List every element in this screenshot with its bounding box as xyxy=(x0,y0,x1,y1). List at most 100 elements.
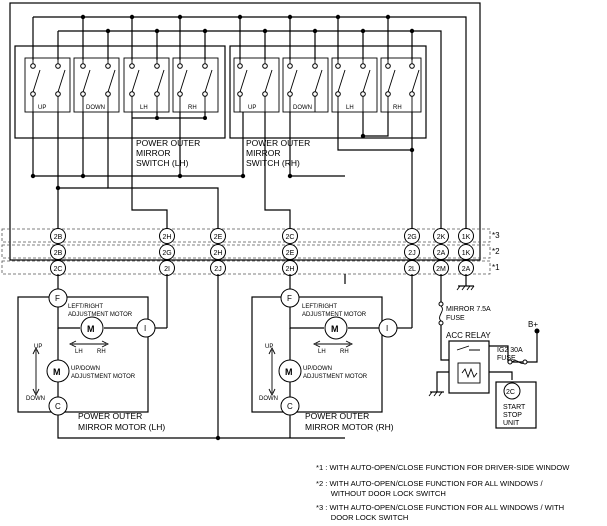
rh-switch-cells xyxy=(233,57,422,113)
switch-contact-top xyxy=(385,63,391,69)
rh-up-label: UP xyxy=(265,344,273,350)
ground-symbol xyxy=(456,274,475,291)
rh-motor-title-2: MIRROR MOTOR (RH) xyxy=(305,422,394,432)
rh-up-label: UP xyxy=(248,105,256,111)
connector-pin xyxy=(433,244,449,260)
connector-label: 2H xyxy=(286,266,295,273)
rh-switch-housing xyxy=(229,45,427,139)
lh-lr-motor-label-2: ADJUSTMENT MOTOR xyxy=(68,312,133,318)
switch-lever xyxy=(387,69,396,93)
lh-terminal-c: C xyxy=(55,402,61,411)
lh-motor-assembly: F I C M M xyxy=(17,274,345,441)
switch-contact-bottom xyxy=(237,91,243,97)
connector-label: 2B xyxy=(54,234,63,241)
lh-down-label: DOWN xyxy=(26,396,45,402)
connector-label: 2H xyxy=(163,234,172,241)
switch-contacts xyxy=(30,60,420,112)
connector-pin xyxy=(404,228,420,244)
row-mark-2: *2 xyxy=(492,247,500,256)
switch-contact-bottom xyxy=(30,91,36,97)
lh-switch-title-1: POWER OUTER xyxy=(136,138,200,148)
lh-lh-label: LH xyxy=(75,349,83,355)
switch-contact-bottom xyxy=(312,91,318,97)
connector-pin xyxy=(210,228,226,244)
switch-contact-top xyxy=(409,63,415,69)
switch-lever xyxy=(107,69,116,93)
switch-contact-bottom xyxy=(202,91,208,97)
connector-pin xyxy=(50,244,66,260)
connector-label: 2E xyxy=(286,250,295,257)
switch-contact-top xyxy=(237,63,243,69)
switch-lever xyxy=(179,69,188,93)
lh-lr-motor-label-1: LEFT/RIGHT xyxy=(68,304,103,310)
switch-contact-top xyxy=(80,63,86,69)
lh-terminal-f: F xyxy=(55,294,60,303)
note-1: *1 : WITH AUTO-OPEN/CLOSE FUNCTION FOR D… xyxy=(316,463,570,472)
lh-rh-label: RH xyxy=(97,349,106,355)
battery-label: B+ xyxy=(528,320,538,329)
lh-ud-motor-label-2: ADJUSTMENT MOTOR xyxy=(71,374,136,380)
connector-pin xyxy=(50,228,66,244)
connector-label: 2M xyxy=(436,266,446,273)
lh-switch-title-2: MIRROR xyxy=(136,148,170,158)
switch-lever xyxy=(362,69,371,93)
lh-ud-motor-m: M xyxy=(53,367,61,377)
bus-junctions xyxy=(80,14,415,34)
rh-terminal-f: F xyxy=(287,294,292,303)
mirror-fuse-label-1: MIRROR 7.5A xyxy=(446,306,491,313)
connector-label: 2B xyxy=(54,250,63,257)
lh-lh-label: LH xyxy=(140,105,148,111)
ig2-fuse-label-1: IG2 30A xyxy=(497,347,523,354)
rh-lh-label: LH xyxy=(318,349,326,355)
row-mark-1: *1 xyxy=(492,263,500,272)
switch-contact-top xyxy=(129,63,135,69)
switch-contact-top xyxy=(30,63,36,69)
lh-rh-label: RH xyxy=(188,105,197,111)
switch-contact-bottom xyxy=(105,91,111,97)
rh-terminal-c: C xyxy=(287,402,293,411)
bus-top-1 xyxy=(33,16,467,232)
lh-switch-title-3: SWITCH (LH) xyxy=(136,158,189,168)
connector-pin xyxy=(458,228,474,244)
acc-relay-label: ACC RELAY xyxy=(446,331,491,340)
switch-lever xyxy=(337,69,346,93)
connector-pin xyxy=(433,228,449,244)
lh-up-label: UP xyxy=(38,105,46,111)
connector-pin xyxy=(210,244,226,260)
connector-label: 2J xyxy=(408,250,415,257)
switch-contact-top xyxy=(177,63,183,69)
switch-contact-bottom xyxy=(287,91,293,97)
row-mark-3: *3 xyxy=(492,231,500,240)
connector-label: 2C xyxy=(286,234,295,241)
switch-contact-bottom xyxy=(129,91,135,97)
connector-label: 2I xyxy=(164,266,170,273)
rh-ud-motor-label-1: UP/DOWN xyxy=(303,366,332,372)
switch-contact-bottom xyxy=(335,91,341,97)
connector-pin xyxy=(159,228,175,244)
switch-lever xyxy=(314,69,323,93)
bus-top-2 xyxy=(58,30,442,232)
connector-label: 2C xyxy=(54,266,63,273)
switch-contact-top xyxy=(287,63,293,69)
switch-contact-top xyxy=(312,63,318,69)
mirror-fuse-label-2: FUSE xyxy=(446,315,465,322)
switch-lever xyxy=(131,69,140,93)
connector-label: 2K xyxy=(437,234,446,241)
switch-lever xyxy=(204,69,213,93)
switch-contact-top xyxy=(154,63,160,69)
rh-down-label: DOWN xyxy=(259,396,278,402)
switch-contact-bottom xyxy=(177,91,183,97)
lh-motor-title-1: POWER OUTER xyxy=(78,411,142,421)
switch-lever xyxy=(57,69,66,93)
rh-lh-label: LH xyxy=(346,105,354,111)
connector-bands xyxy=(1,228,491,275)
connector-pin xyxy=(159,244,175,260)
switch-contact-top xyxy=(262,63,268,69)
power-supply-section xyxy=(428,274,540,429)
rh-lr-motor-m: M xyxy=(331,324,339,334)
switch-contact-bottom xyxy=(154,91,160,97)
rh-rh-label: RH xyxy=(340,349,349,355)
switch-lever xyxy=(239,69,248,93)
lh-lr-motor-m: M xyxy=(87,324,95,334)
